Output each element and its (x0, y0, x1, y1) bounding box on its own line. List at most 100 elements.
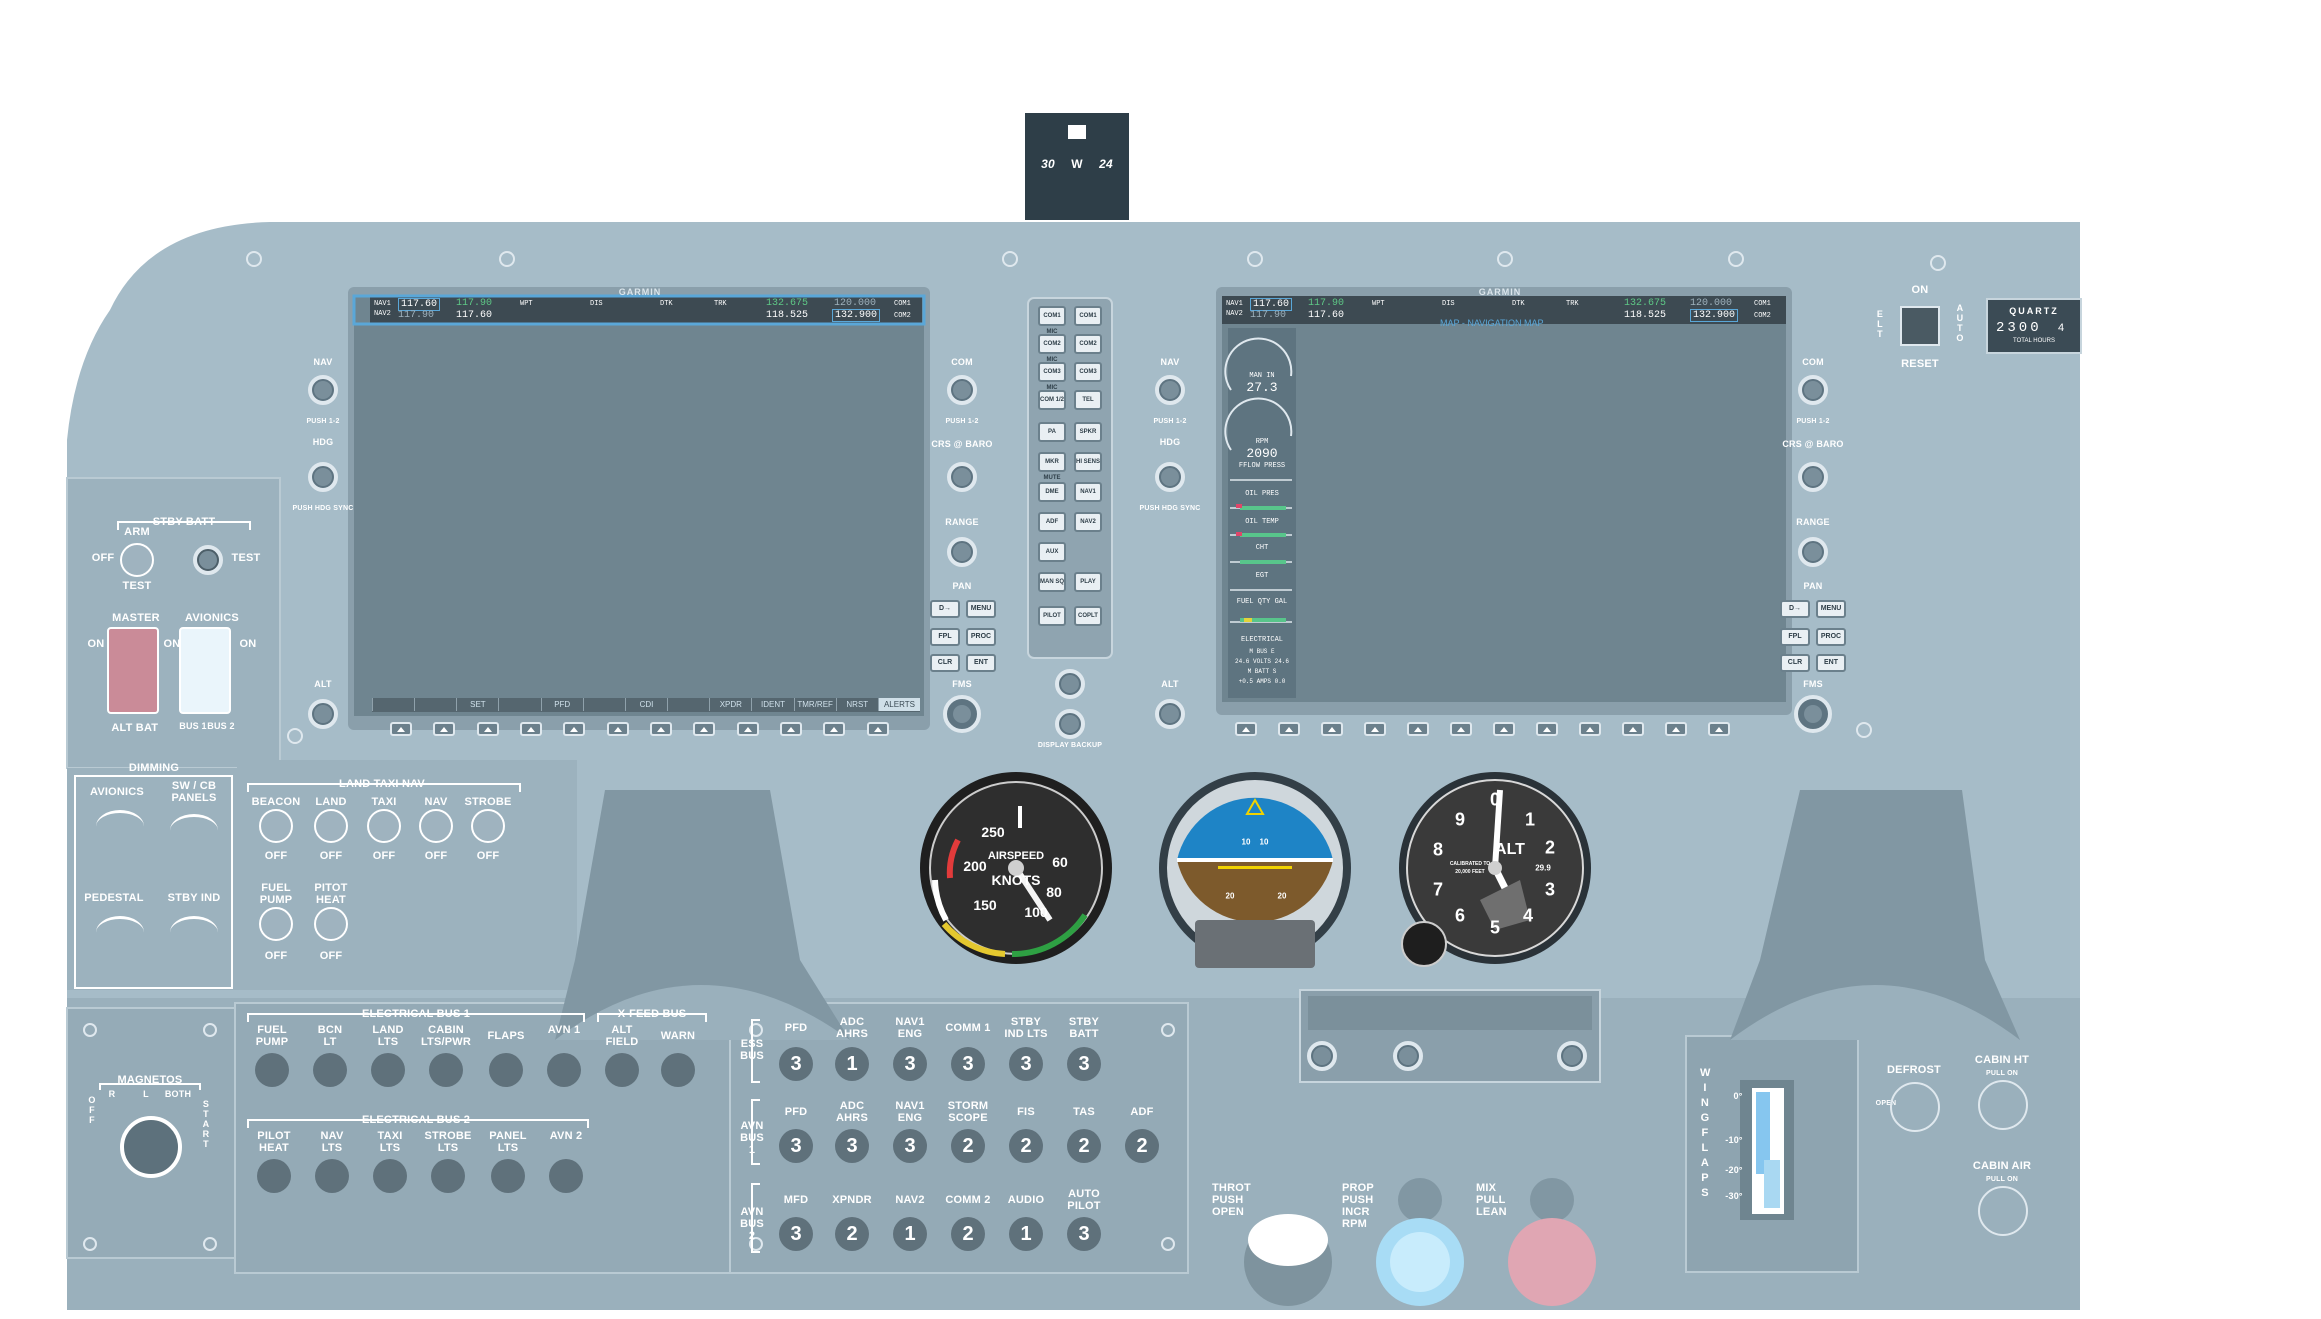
ess-cb[interactable]: 1 (835, 1047, 869, 1081)
cb-avn2[interactable] (549, 1159, 583, 1193)
light-beacon-switch[interactable] (259, 809, 293, 843)
pfd-com2-standby[interactable]: 132.900 (832, 309, 881, 322)
mfd-softkey[interactable] (1321, 722, 1343, 736)
mfd-softkey[interactable] (1536, 722, 1558, 736)
pfd-alt-knob[interactable] (308, 699, 338, 729)
audio-com1-button[interactable]: COM1 (1074, 306, 1102, 326)
avn2-cb[interactable]: 2 (951, 1217, 985, 1251)
throttle-knob[interactable] (1244, 1214, 1332, 1306)
audio-man-sq-button[interactable]: MAN SQ (1038, 572, 1066, 592)
mfd-range-knob[interactable] (1798, 537, 1828, 567)
pfd-softkey[interactable] (693, 722, 715, 736)
altimeter-baro-knob[interactable] (1402, 922, 1446, 966)
light-nav-switch[interactable] (419, 809, 453, 843)
pfd-softkey[interactable] (737, 722, 759, 736)
audio-hi-sens-button[interactable]: HI SENS (1074, 452, 1102, 472)
pfd-hdg-knob[interactable] (308, 462, 338, 492)
pfd-clr-button[interactable]: CLR (930, 654, 960, 672)
mfd-softkey[interactable] (1665, 722, 1687, 736)
magneto-key-switch[interactable] (120, 1116, 182, 1178)
mfd-nav1-active[interactable]: 117.60 (1250, 298, 1293, 311)
audio-com3-button[interactable]: COM3 (1074, 362, 1102, 382)
radio-knob-left[interactable] (1307, 1041, 1337, 1071)
pfd-nav1-active[interactable]: 117.60 (398, 298, 441, 311)
mfd-softkey[interactable] (1407, 722, 1429, 736)
light-taxi-switch[interactable] (367, 809, 401, 843)
audio-com2mic-button[interactable]: COM2 MIC (1038, 334, 1066, 363)
mfd-alt-knob[interactable] (1155, 699, 1185, 729)
flaps-lever[interactable] (1752, 1088, 1784, 1214)
pfd-softkey[interactable] (520, 722, 542, 736)
ess-cb[interactable]: 3 (951, 1047, 985, 1081)
audio-spkr-button[interactable]: SPKR (1074, 422, 1102, 442)
audio-com3mic-button[interactable]: COM3 MIC (1038, 362, 1066, 391)
pfd-crs-baro-knob[interactable] (947, 462, 977, 492)
mfd-softkey[interactable] (1579, 722, 1601, 736)
stby-batt-test-button[interactable] (193, 545, 223, 575)
ess-cb[interactable]: 3 (893, 1047, 927, 1081)
audio-pa-button[interactable]: PA (1038, 422, 1066, 442)
audio-aux-button[interactable]: AUX (1038, 542, 1066, 562)
mfd-clr-button[interactable]: CLR (1780, 654, 1810, 672)
mfd-hdg-knob[interactable] (1155, 462, 1185, 492)
mfd-crs-baro-knob[interactable] (1798, 462, 1828, 492)
ess-cb[interactable]: 3 (1067, 1047, 1101, 1081)
mfd-softkey[interactable] (1364, 722, 1386, 736)
pfd-softkey[interactable] (650, 722, 672, 736)
cb-cabin-lts[interactable] (429, 1053, 463, 1087)
elt-reset-button[interactable] (1900, 306, 1940, 346)
dimming-pedestal-knob[interactable] (96, 916, 144, 949)
dimming-avionics-knob[interactable] (96, 810, 144, 843)
audio-com12-button[interactable]: COM 1/2 (1038, 390, 1066, 410)
avn1-cb[interactable]: 2 (951, 1129, 985, 1163)
defrost-knob[interactable] (1890, 1082, 1940, 1132)
pfd-softkey[interactable] (563, 722, 585, 736)
mfd-ent-button[interactable]: ENT (1816, 654, 1846, 672)
pfd-softkey[interactable] (867, 722, 889, 736)
avn2-cb[interactable]: 2 (835, 1217, 869, 1251)
pfd-com-knob[interactable] (947, 375, 977, 405)
prop-knob[interactable] (1376, 1214, 1464, 1306)
fuel-pump-switch[interactable] (259, 907, 293, 941)
light-strobe-switch[interactable] (471, 809, 505, 843)
mfd-direct-to-button[interactable]: D→ (1780, 600, 1810, 618)
mfd-menu-button[interactable]: MENU (1816, 600, 1846, 618)
cb-panel-lts[interactable] (491, 1159, 525, 1193)
audio-pilot-button[interactable]: PILOT (1038, 606, 1066, 626)
master-switch[interactable] (108, 628, 158, 713)
radio-knob-right[interactable] (1557, 1041, 1587, 1071)
mfd-softkey[interactable] (1493, 722, 1515, 736)
audio-tel-button[interactable]: TEL (1074, 390, 1102, 410)
pfd-softkey[interactable] (477, 722, 499, 736)
audio-nav2-button[interactable]: NAV2 (1074, 512, 1102, 532)
cabin-air-knob[interactable] (1978, 1186, 2028, 1236)
avn1-cb[interactable]: 3 (779, 1129, 813, 1163)
audio-com2-button[interactable]: COM2 (1074, 334, 1102, 354)
dimming-sw-cb-knob[interactable] (170, 814, 218, 847)
mfd-com-knob[interactable] (1798, 375, 1828, 405)
cb-land-lts[interactable] (371, 1053, 405, 1087)
avn2-cb[interactable]: 1 (893, 1217, 927, 1251)
cb-nav-lts[interactable] (315, 1159, 349, 1193)
avionics-switch[interactable] (180, 628, 230, 713)
light-land-switch[interactable] (314, 809, 348, 843)
mfd-softkey[interactable] (1622, 722, 1644, 736)
audio-com1mic-button[interactable]: COM1 MIC (1038, 306, 1066, 335)
avn1-cb[interactable]: 2 (1067, 1129, 1101, 1163)
pfd-ent-button[interactable]: ENT (966, 654, 996, 672)
audio-nav1-button[interactable]: NAV1 (1074, 482, 1102, 502)
pfd-softkey[interactable] (433, 722, 455, 736)
pitot-heat-switch[interactable] (314, 907, 348, 941)
pfd-softkey[interactable] (823, 722, 845, 736)
mfd-nav-knob[interactable] (1155, 375, 1185, 405)
display-backup-button[interactable] (1055, 709, 1085, 739)
ess-cb[interactable]: 3 (779, 1047, 813, 1081)
audio-adf-button[interactable]: ADF (1038, 512, 1066, 532)
mfd-softkey[interactable] (1278, 722, 1300, 736)
dimming-stby-ind-knob[interactable] (170, 916, 218, 949)
pfd-softkey[interactable] (780, 722, 802, 736)
cb-strobe-lts[interactable] (431, 1159, 465, 1193)
cb-avn1[interactable] (547, 1053, 581, 1087)
pfd-softkey[interactable] (607, 722, 629, 736)
pfd-range-knob[interactable] (947, 537, 977, 567)
